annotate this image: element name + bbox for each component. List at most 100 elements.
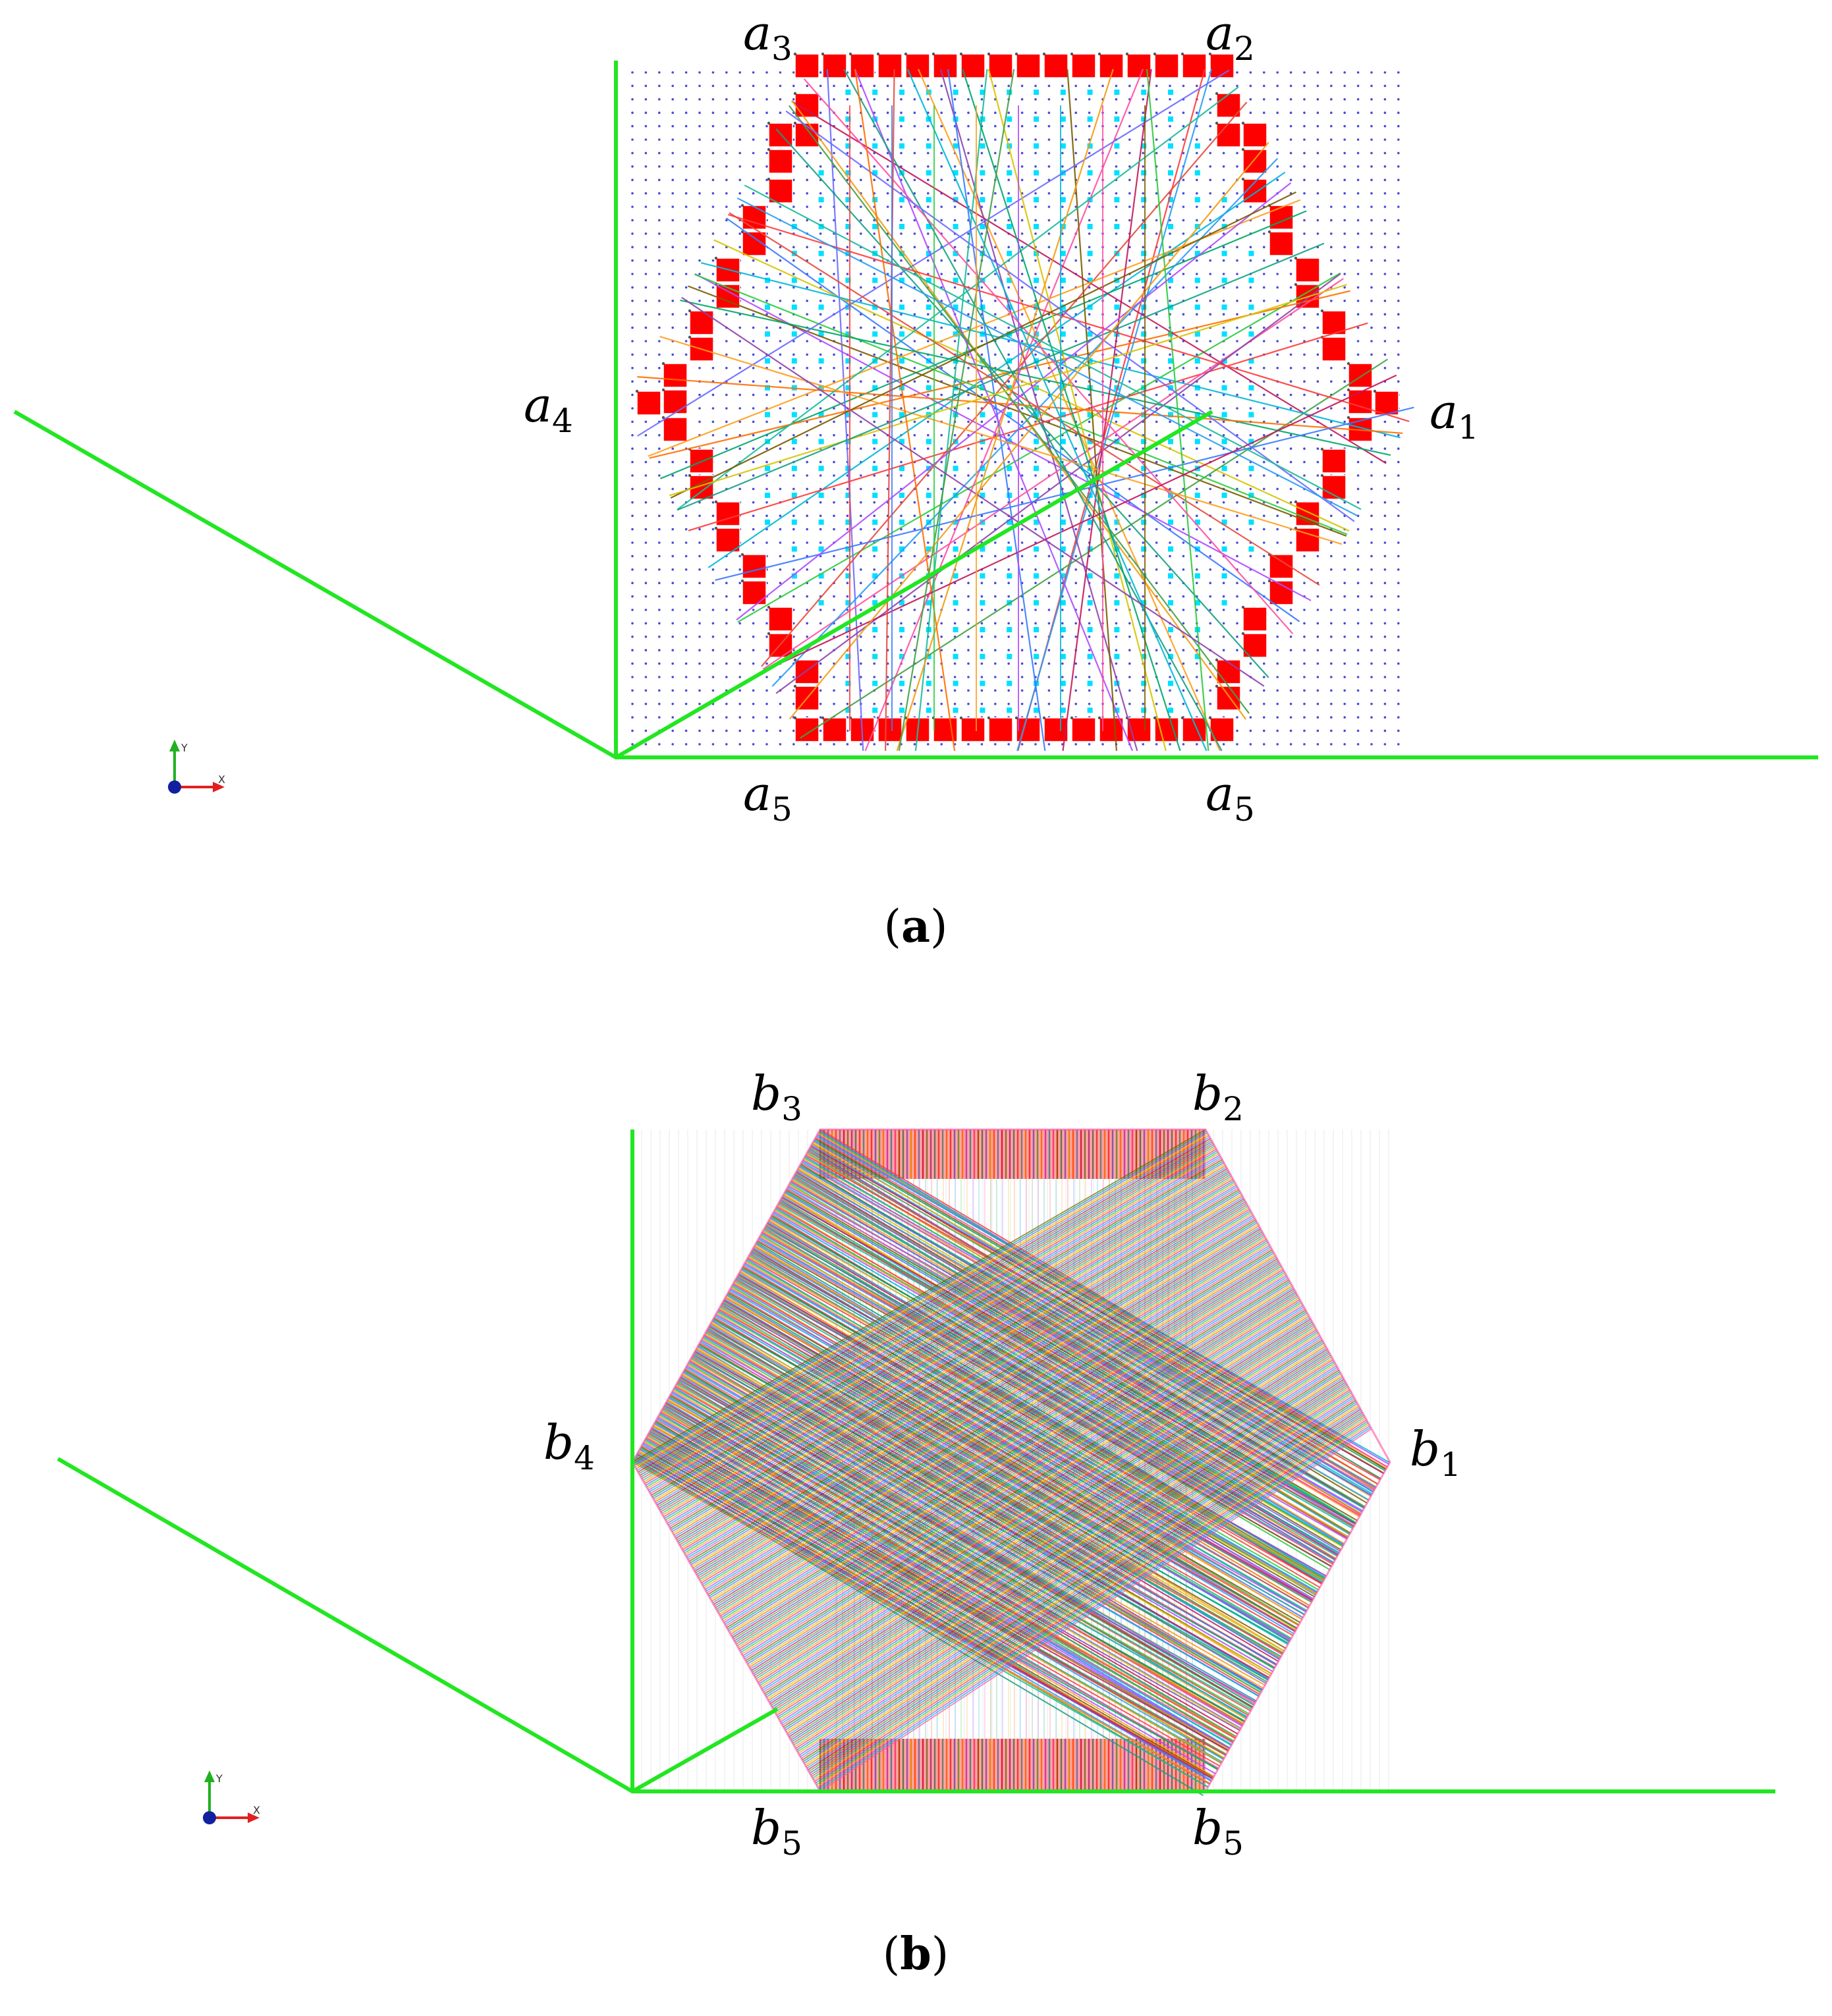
grid-dot	[846, 541, 849, 544]
grid-dot	[1155, 474, 1158, 477]
boundary-cell	[822, 717, 847, 742]
cell-corner-dot	[1267, 230, 1271, 234]
ray-line	[756, 1327, 1316, 1681]
grid-dot	[953, 219, 957, 222]
cell-corner-dot	[767, 605, 771, 609]
grid-dot	[711, 420, 715, 423]
grid-dot	[644, 84, 648, 88]
cell-corner-dot	[1125, 52, 1129, 56]
inner-dot	[1168, 707, 1173, 713]
ray-line	[798, 1394, 1353, 1754]
grid-dot	[1263, 474, 1265, 477]
cell-corner-dot	[688, 309, 692, 313]
inner-dot	[899, 519, 904, 525]
grid-dot	[819, 703, 822, 705]
grid-dot	[806, 286, 808, 289]
inner-dot	[1248, 412, 1254, 418]
grid-dot	[684, 703, 688, 705]
grid-dot	[779, 555, 782, 558]
grid-dot	[806, 447, 808, 450]
grid-dot	[927, 689, 930, 692]
grid-dot	[1034, 232, 1037, 235]
grid-dot	[684, 622, 688, 625]
grid-dot	[833, 393, 835, 396]
grid-dot	[779, 326, 782, 329]
grid-dot	[1370, 273, 1373, 275]
grid-dot	[671, 192, 674, 195]
grid-dot	[927, 313, 930, 316]
grid-dot	[1155, 434, 1158, 437]
grid-dot	[819, 662, 822, 665]
grid-dot	[1196, 151, 1198, 155]
grid-dot	[913, 165, 916, 168]
grid-dot	[1142, 98, 1144, 101]
grid-dot	[631, 367, 634, 369]
grid-dot	[752, 729, 755, 732]
grid-dot	[900, 151, 902, 155]
ray-line	[675, 1198, 1244, 1539]
grid-dot	[1222, 649, 1225, 651]
cell-corner-dot	[740, 553, 744, 557]
ray-line	[686, 1214, 1254, 1557]
ray-line	[681, 296, 1265, 687]
grid-dot	[1303, 716, 1306, 719]
boundary-cell	[850, 53, 875, 78]
grid-dot	[711, 232, 715, 235]
boundary-cell	[742, 580, 767, 605]
axis-triad: XY	[203, 1770, 260, 1824]
grid-dot	[1289, 501, 1292, 504]
grid-dot	[792, 138, 795, 141]
grid-dot	[1115, 98, 1118, 101]
grid-dot	[980, 636, 984, 638]
grid-dot	[833, 568, 835, 571]
grid-dot	[711, 609, 715, 611]
grid-dot	[1397, 138, 1400, 141]
inner-dot	[1114, 493, 1120, 498]
grid-dot	[1034, 124, 1037, 128]
grid-dot	[1142, 219, 1144, 222]
inner-dot	[1141, 573, 1147, 579]
grid-dot	[658, 447, 661, 450]
grid-dot	[658, 649, 661, 651]
grid-dot	[779, 514, 782, 517]
grid-dot	[819, 514, 822, 517]
grid-dot	[1316, 729, 1319, 732]
grid-dot	[631, 743, 634, 746]
grid-dot	[1074, 98, 1077, 101]
ray-line	[816, 1422, 1369, 1785]
inner-dot	[872, 277, 878, 283]
grid-dot	[833, 487, 835, 491]
grid-dot	[738, 353, 741, 356]
grid-dot	[819, 689, 822, 692]
grid-dot	[819, 474, 822, 477]
grid-dot	[1047, 98, 1051, 101]
grid-dot	[819, 380, 822, 383]
grid-dot	[1142, 703, 1144, 705]
vertex-label-5-left: b5	[751, 1800, 802, 1863]
inner-dot	[1141, 519, 1147, 525]
grid-dot	[1169, 541, 1171, 544]
grid-dot	[1196, 84, 1198, 88]
cell-corner-dot	[904, 52, 908, 56]
grid-dot	[1397, 528, 1400, 531]
grid-dot	[1330, 595, 1333, 598]
grid-dot	[1020, 178, 1024, 182]
grid-dot	[779, 487, 782, 491]
grid-dot	[644, 138, 648, 141]
grid-dot	[1236, 541, 1238, 544]
grid-dot	[684, 71, 688, 74]
grid-dot	[1034, 138, 1037, 141]
grid-dot	[1263, 393, 1265, 396]
grid-dot	[980, 326, 984, 329]
grid-dot	[1020, 743, 1024, 746]
grid-dot	[1047, 689, 1051, 692]
grid-dot	[644, 582, 648, 584]
inner-dot	[1060, 304, 1066, 310]
grid-dot	[1383, 353, 1387, 356]
ray-line	[634, 1131, 1207, 1466]
grid-dot	[819, 326, 822, 329]
inner-dot	[845, 439, 851, 445]
grid-dot	[1383, 151, 1387, 155]
grid-dot	[1316, 219, 1319, 222]
cell-corner-dot	[1320, 447, 1324, 451]
